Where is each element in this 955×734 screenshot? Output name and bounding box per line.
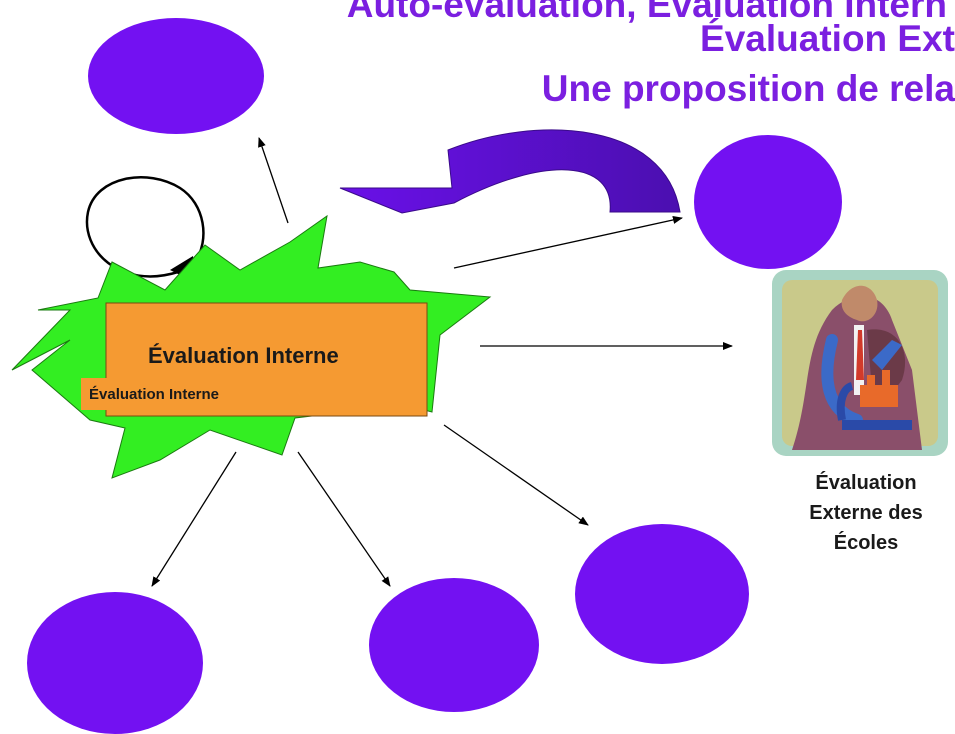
ellipse-bottom-right	[575, 524, 749, 664]
arrow-to-bottom-middle	[297, 451, 391, 587]
external-evaluation-caption: Évaluation Externe des Écoles	[809, 472, 923, 554]
ellipse-right	[694, 135, 842, 269]
title-line-2: Évaluation Ext	[700, 18, 955, 59]
arrow-to-bottom-right	[443, 424, 589, 526]
arrow-to-bottom-left	[151, 451, 237, 587]
arrow-to-right-ellipse	[453, 216, 683, 269]
title-line-3: Une proposition de rela	[541, 68, 955, 109]
evaluation-interne-sub-box: Évaluation Interne	[81, 378, 284, 410]
ellipse-top-left	[88, 18, 264, 134]
ellipse-bottom-left	[27, 592, 203, 734]
title-line-1: Auto-évaluation, Évaluation Intern	[346, 0, 947, 25]
scientist-microscope-picture	[772, 270, 948, 456]
arrow-to-top-left	[258, 137, 289, 224]
evaluation-interne-label: Évaluation Interne	[148, 343, 339, 368]
evaluation-interne-sub-label: Évaluation Interne	[89, 385, 220, 403]
ellipse-bottom-middle	[369, 578, 539, 712]
curved-arrow	[339, 129, 681, 214]
